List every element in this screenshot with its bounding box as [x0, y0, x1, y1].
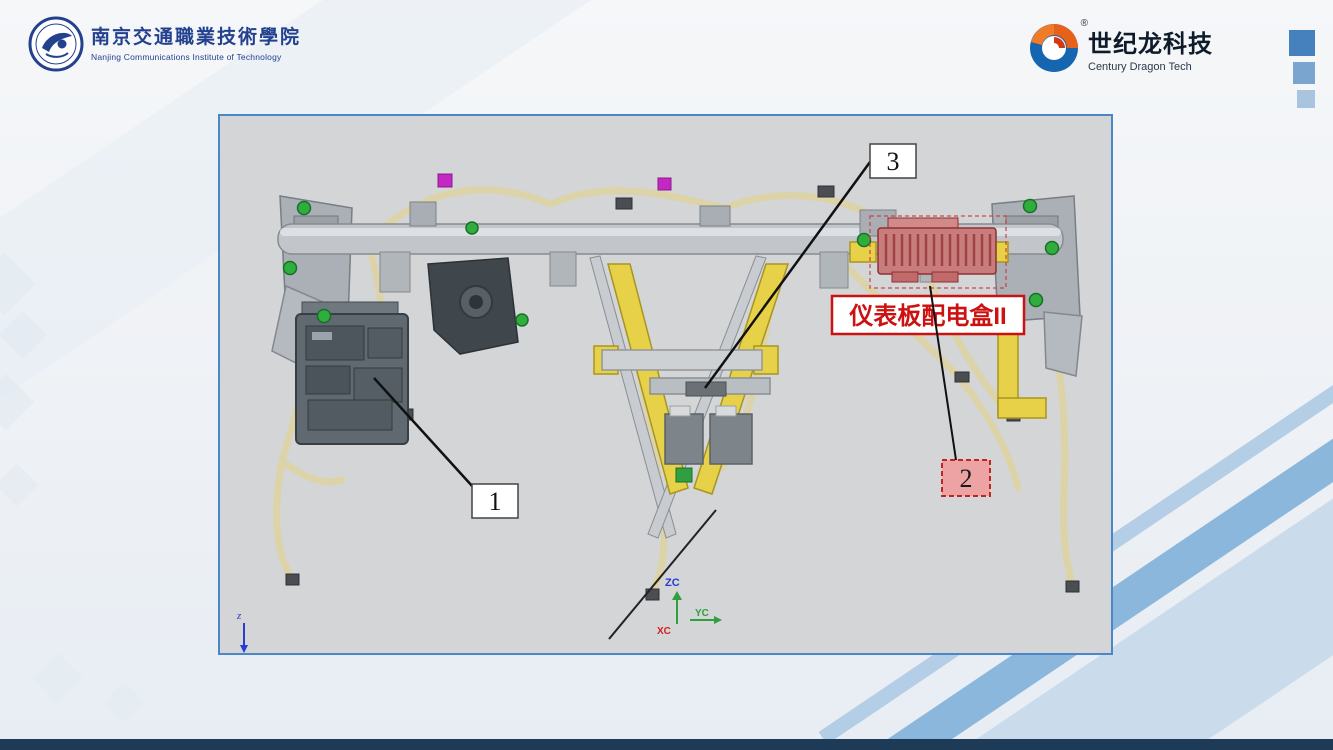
background-diamond	[104, 682, 144, 722]
leader-line-3	[703, 161, 872, 389]
company-name-block: 世纪龙科技 Century Dragon Tech	[1088, 22, 1213, 73]
corner-square-dark	[1289, 30, 1315, 56]
annotation-box: 仪表板配电盒II	[830, 294, 1026, 336]
axis-xc-label: XC	[657, 626, 671, 637]
bottom-bar	[0, 739, 1333, 750]
callout-3-label: 3	[887, 147, 900, 176]
company-logo-block: ® 世纪龙科技 Century Dragon Tech	[1028, 18, 1213, 79]
company-name-en: Century Dragon Tech	[1088, 61, 1192, 73]
institute-name-block: 南京交通職業技術學院 Nanjing Communications Instit…	[91, 16, 301, 62]
pointer-line-bottom	[608, 509, 717, 640]
callout-3: 3	[869, 143, 917, 179]
callout-2: 2	[941, 459, 991, 497]
power-distribution-box	[869, 215, 1007, 289]
slide-header: 南京交通職業技術學院 Nanjing Communications Instit…	[0, 0, 1333, 108]
callout-1: 1	[471, 483, 519, 519]
callout-1-label: 1	[489, 487, 502, 516]
callout-2-label: 2	[960, 464, 973, 493]
coordinate-triad: ZC YC XC	[657, 577, 722, 637]
axis-yc-label: YC	[695, 608, 709, 619]
corner-square-medium	[1293, 62, 1315, 84]
cad-drawing: 仪表板配电盒II 3 1 2 ZC	[236, 143, 1083, 653]
company-logo-icon	[1030, 24, 1078, 72]
annotation-text: 仪表板配电盒II	[848, 302, 1006, 330]
corner-square-light	[1297, 90, 1315, 108]
fuse-box-component	[295, 301, 409, 445]
background-diamond	[0, 463, 39, 507]
background-diamond	[32, 652, 84, 704]
steering-column-bracket	[427, 257, 519, 355]
cad-diagram-panel: 仪表板配电盒II 3 1 2 ZC	[218, 114, 1113, 655]
institute-logo-block: 南京交通職業技術學院 Nanjing Communications Instit…	[28, 16, 301, 72]
center-modules	[664, 405, 753, 483]
green-fasteners	[282, 198, 1060, 327]
magenta-markers	[437, 173, 672, 191]
leader-line-1	[373, 377, 474, 488]
axis-zc-label: ZC	[665, 577, 680, 589]
institute-name-en: Nanjing Communications Institute of Tech…	[91, 52, 282, 62]
registered-trademark: ®	[1080, 18, 1088, 29]
institute-logo-icon	[28, 16, 84, 72]
company-name-zh: 世纪龙科技	[1088, 31, 1213, 58]
corner-z-label: z	[236, 610, 242, 622]
leader-line-2	[929, 285, 957, 461]
institute-name-zh: 南京交通職業技術學院	[91, 27, 302, 48]
corner-axis-z: z	[236, 610, 248, 653]
